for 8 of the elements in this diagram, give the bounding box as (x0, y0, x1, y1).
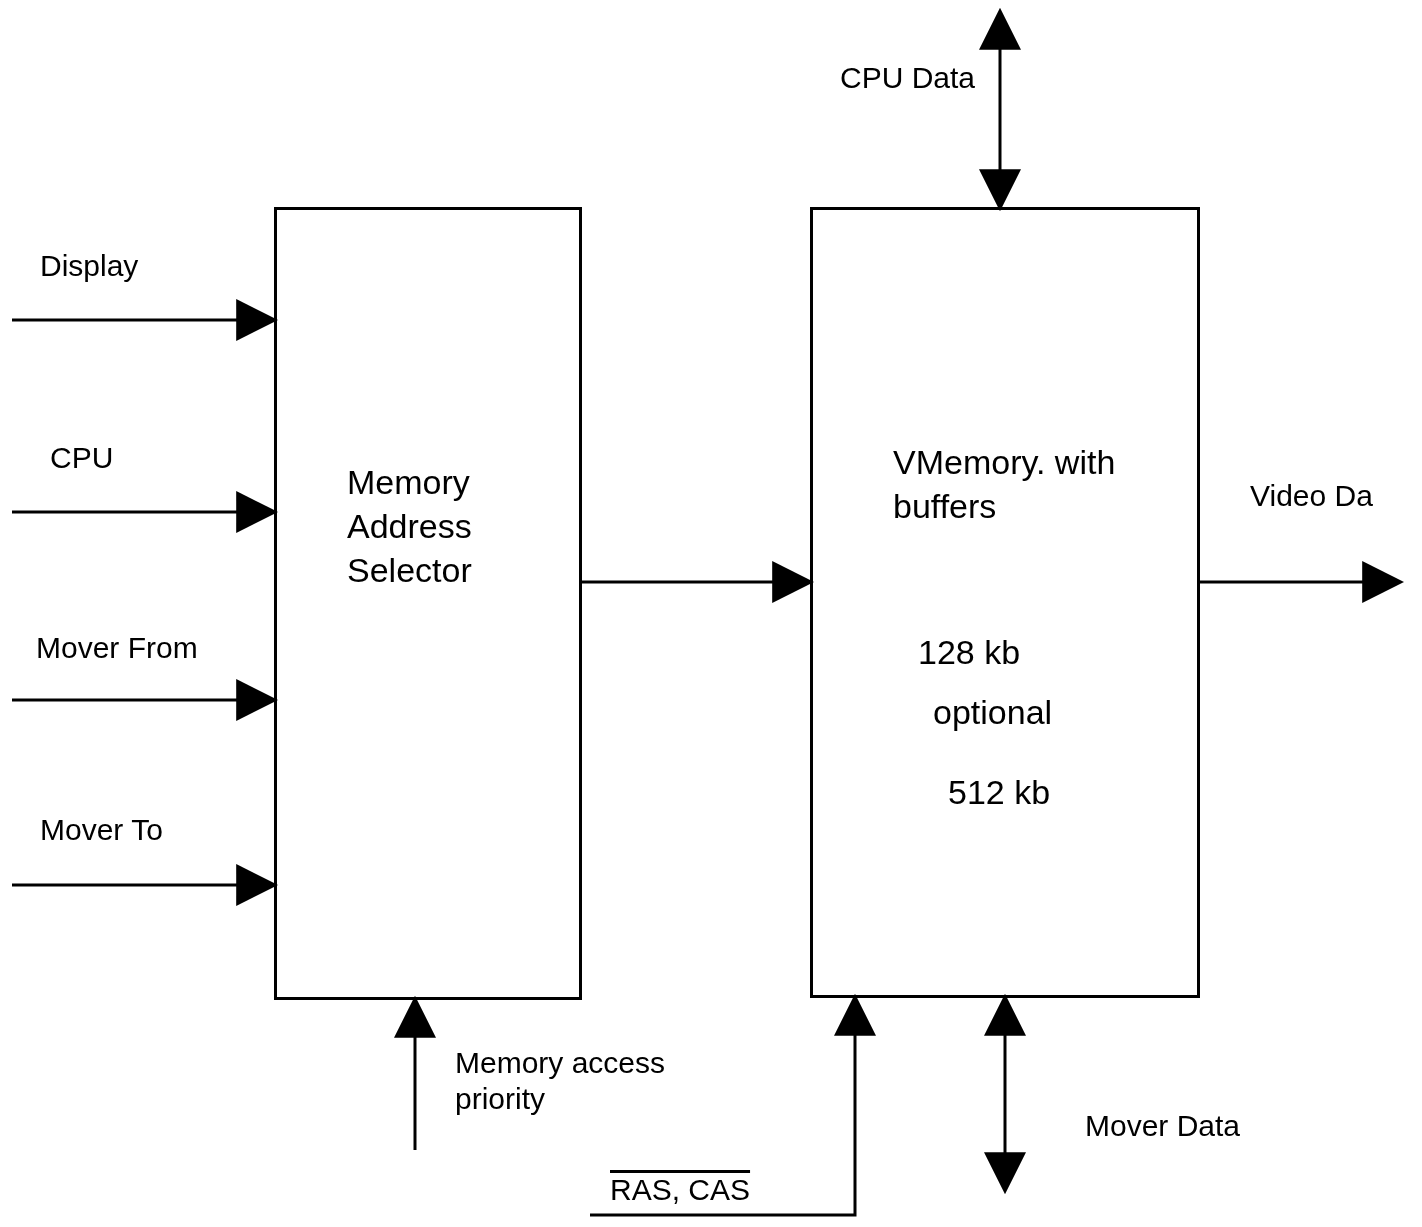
block-label: 128 kb (918, 632, 1022, 673)
block-label: VMemory. with buffers (893, 442, 1117, 528)
block-box (274, 207, 582, 1000)
block-box (810, 207, 1200, 998)
block-label: 512 kb (948, 772, 1052, 813)
block-label: Memory Address Selector (347, 462, 473, 592)
block-label: optional (933, 692, 1054, 733)
bus-arrow (1200, 561, 1405, 603)
